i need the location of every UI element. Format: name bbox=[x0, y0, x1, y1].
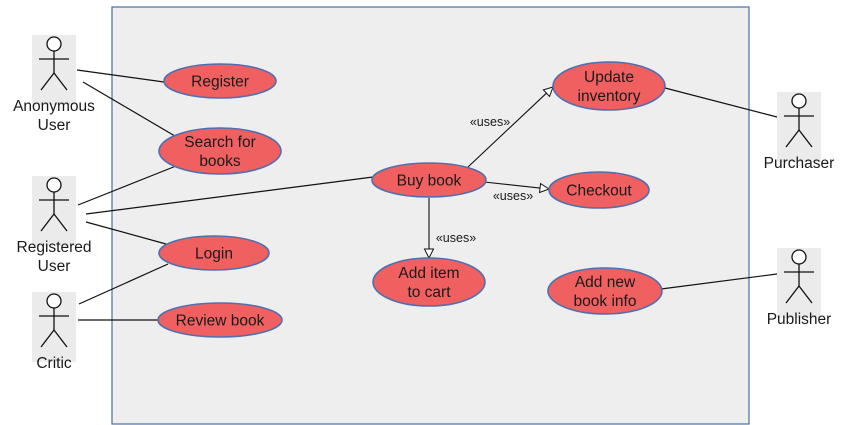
use-case-addnew: Add new book info bbox=[547, 267, 663, 315]
use-case-ellipse bbox=[158, 127, 282, 175]
actor-label: User bbox=[38, 117, 71, 134]
stick-figure-icon bbox=[39, 177, 69, 232]
use-case-ellipse bbox=[163, 63, 277, 99]
association-lines bbox=[76, 69, 778, 321]
use-case-ellipse bbox=[547, 267, 663, 315]
stick-figure-icon bbox=[784, 93, 814, 148]
use-case-label: Checkout bbox=[566, 183, 632, 200]
uses-relationships: «uses» «uses» «uses» bbox=[423, 86, 554, 260]
use-case-label: books bbox=[199, 153, 241, 170]
use-case-label: Add new bbox=[575, 274, 636, 291]
use-case-label: Review book bbox=[176, 313, 265, 330]
actor-label: Purchaser bbox=[764, 155, 835, 172]
association-line-anonymous-search bbox=[82, 81, 181, 140]
actor-purchaser: Purchaser bbox=[764, 92, 835, 172]
association-line-addnew-publisher bbox=[660, 273, 778, 290]
use-case-ellipse bbox=[371, 162, 487, 198]
association-line-registered-buy bbox=[85, 176, 374, 215]
use-case-label: Search for bbox=[184, 134, 256, 151]
use-case-ellipse bbox=[372, 257, 486, 307]
use-case-ellipse bbox=[157, 302, 283, 338]
use-case-label: book info bbox=[574, 293, 637, 310]
use-case-label: to cart bbox=[407, 284, 451, 301]
actors: AnonymousUserRegisteredUserCriticPurchas… bbox=[13, 35, 834, 372]
use-case-label: Register bbox=[191, 74, 249, 91]
stick-figure-icon bbox=[39, 36, 69, 91]
use-case-additem: Add item to cart bbox=[372, 257, 486, 307]
use-case-ellipse bbox=[548, 171, 650, 209]
association-line-anonymous-register bbox=[76, 69, 165, 83]
use-case-ellipse bbox=[552, 61, 666, 111]
use-case-checkout: Checkout bbox=[548, 171, 650, 209]
uses-arrowhead-checkout bbox=[538, 182, 551, 194]
uses-arrowhead-additem bbox=[423, 248, 435, 260]
use-case-review: Review book bbox=[157, 302, 283, 338]
actor-label: Registered bbox=[17, 239, 92, 256]
stick-figure-icon bbox=[39, 293, 69, 348]
actor-label: Publisher bbox=[767, 311, 832, 328]
use-case-label: Login bbox=[195, 246, 233, 263]
use-case-search: Search for books bbox=[158, 127, 282, 175]
uses-label-checkout: «uses» bbox=[493, 189, 533, 203]
uses-label-additem: «uses» bbox=[436, 231, 476, 245]
actor-critic: Critic bbox=[32, 292, 76, 372]
use-case-label: Update bbox=[584, 69, 634, 86]
use-case-update: Update inventory bbox=[552, 61, 666, 111]
association-line-update-purchaser bbox=[664, 87, 778, 118]
use-case-login: Login bbox=[158, 235, 270, 271]
actor-publisher: Publisher bbox=[767, 248, 832, 328]
uses-label-update: «uses» bbox=[470, 115, 510, 129]
actor-label: Critic bbox=[36, 355, 72, 372]
use-case-ellipse bbox=[158, 235, 270, 271]
association-line-registered-login bbox=[85, 221, 167, 245]
actor-label: User bbox=[38, 258, 71, 275]
use-case-label: Buy book bbox=[397, 173, 462, 190]
use-case-buy: Buy book bbox=[371, 162, 487, 198]
association-line-registered-search bbox=[77, 165, 177, 206]
uses-arrowhead-update bbox=[542, 86, 554, 98]
use-case-label: inventory bbox=[578, 88, 641, 105]
use-case-label: Add item bbox=[398, 265, 459, 282]
uses-line-checkout bbox=[483, 181, 541, 189]
uses-line-update bbox=[467, 92, 547, 168]
use-case-register: Register bbox=[163, 63, 277, 99]
actor-label: Anonymous bbox=[13, 98, 95, 115]
association-line-critic-login bbox=[78, 263, 169, 305]
stick-figure-icon bbox=[784, 249, 814, 304]
